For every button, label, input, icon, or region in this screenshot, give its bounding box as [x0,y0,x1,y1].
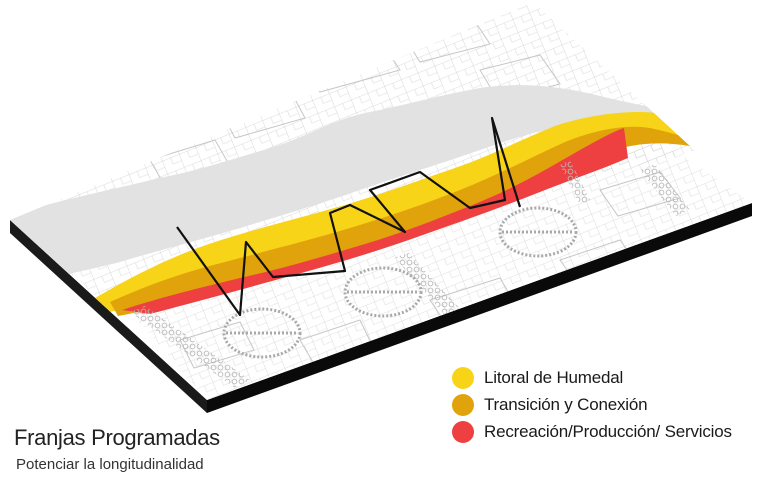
map-title: Franjas Programadas [14,425,220,450]
legend-swatch [452,393,474,416]
legend-swatch [452,366,474,389]
river-water [10,85,752,288]
legend-label: Transición y Conexión [484,394,648,414]
map-subtitle: Potenciar la longitudinalidad [16,456,204,473]
legend-swatch [452,420,474,443]
circular-plaza-icon [222,206,578,359]
legend-item-recreacion: Recreación/Producción/ Servicios [452,418,732,445]
tree-rows [130,160,690,388]
legend-label: Recreación/Producción/ Servicios [484,421,732,441]
legend-label: Litoral de Humedal [484,367,624,387]
slab-side-left [10,220,207,413]
urban-fabric-south [120,140,752,400]
slab-side-right [207,203,752,413]
legend-item-transicion: Transición y Conexión [452,391,732,418]
legend-item-litoral: Litoral de Humedal [452,364,732,391]
band-recreacion-produccion-servicios [122,128,628,314]
legend: Litoral de Humedal Transición y Conexión… [452,364,732,445]
zigzag-path-icon [176,116,522,317]
